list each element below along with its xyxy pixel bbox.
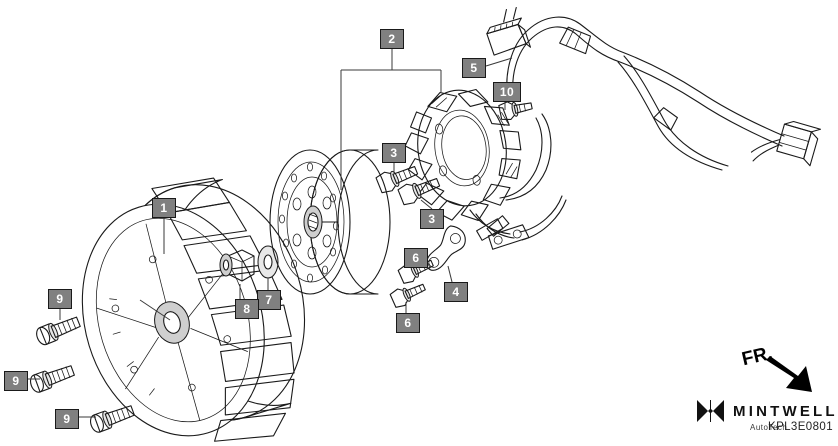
callout-7[interactable]: 7 <box>257 290 281 310</box>
front-direction-arrow-icon <box>766 356 812 392</box>
callout-9-middle-label: 9 <box>12 374 20 388</box>
stator-assembly-art <box>404 88 552 221</box>
callout-6-lower-label: 6 <box>404 316 412 330</box>
callout-1[interactable]: 1 <box>152 198 176 218</box>
callout-6-lower[interactable]: 6 <box>396 313 420 333</box>
callout-4-label: 4 <box>452 285 460 299</box>
callout-9-top-label: 9 <box>56 292 64 306</box>
callout-9-bottom[interactable]: 9 <box>55 409 79 429</box>
callout-3-upper[interactable]: 3 <box>382 143 406 163</box>
callout-6-upper-label: 6 <box>412 251 420 265</box>
callout-1-label: 1 <box>160 201 168 215</box>
callout-10-label: 10 <box>499 85 515 99</box>
callout-2-label: 2 <box>388 32 396 46</box>
flange-nut-art <box>219 249 255 282</box>
mintwell-m-logo-icon <box>697 400 724 422</box>
cooling-fan-flywheel-art <box>81 177 306 442</box>
magneto-rotor-art <box>269 149 391 295</box>
callout-8[interactable]: 8 <box>235 299 259 319</box>
callout-2[interactable]: 2 <box>380 29 404 49</box>
callout-3-lower[interactable]: 3 <box>420 209 444 229</box>
callout-5[interactable]: 5 <box>462 58 486 78</box>
brand-logo: MINTWELL <box>696 398 838 424</box>
callout-9-top[interactable]: 9 <box>48 289 72 309</box>
callout-9-middle[interactable]: 9 <box>4 371 28 391</box>
callout-6-upper[interactable]: 6 <box>404 248 428 268</box>
wire-clamp-bracket-art <box>426 225 466 271</box>
callout-10[interactable]: 10 <box>493 82 521 102</box>
callout-9-bottom-label: 9 <box>63 412 71 426</box>
wiring-harness-art <box>469 6 822 250</box>
leader-lines <box>28 49 513 418</box>
callout-3-upper-label: 3 <box>390 146 398 160</box>
brand-name: MINTWELL <box>733 402 838 420</box>
part-number: KPL3E0801 <box>768 421 833 433</box>
callout-7-label: 7 <box>265 293 273 307</box>
callout-5-label: 5 <box>470 61 478 75</box>
brand-tagline: AutoTech <box>750 423 788 432</box>
callout-4[interactable]: 4 <box>444 282 468 302</box>
callout-8-label: 8 <box>243 302 251 316</box>
callout-3-lower-label: 3 <box>428 212 436 226</box>
washer-art <box>257 245 279 279</box>
